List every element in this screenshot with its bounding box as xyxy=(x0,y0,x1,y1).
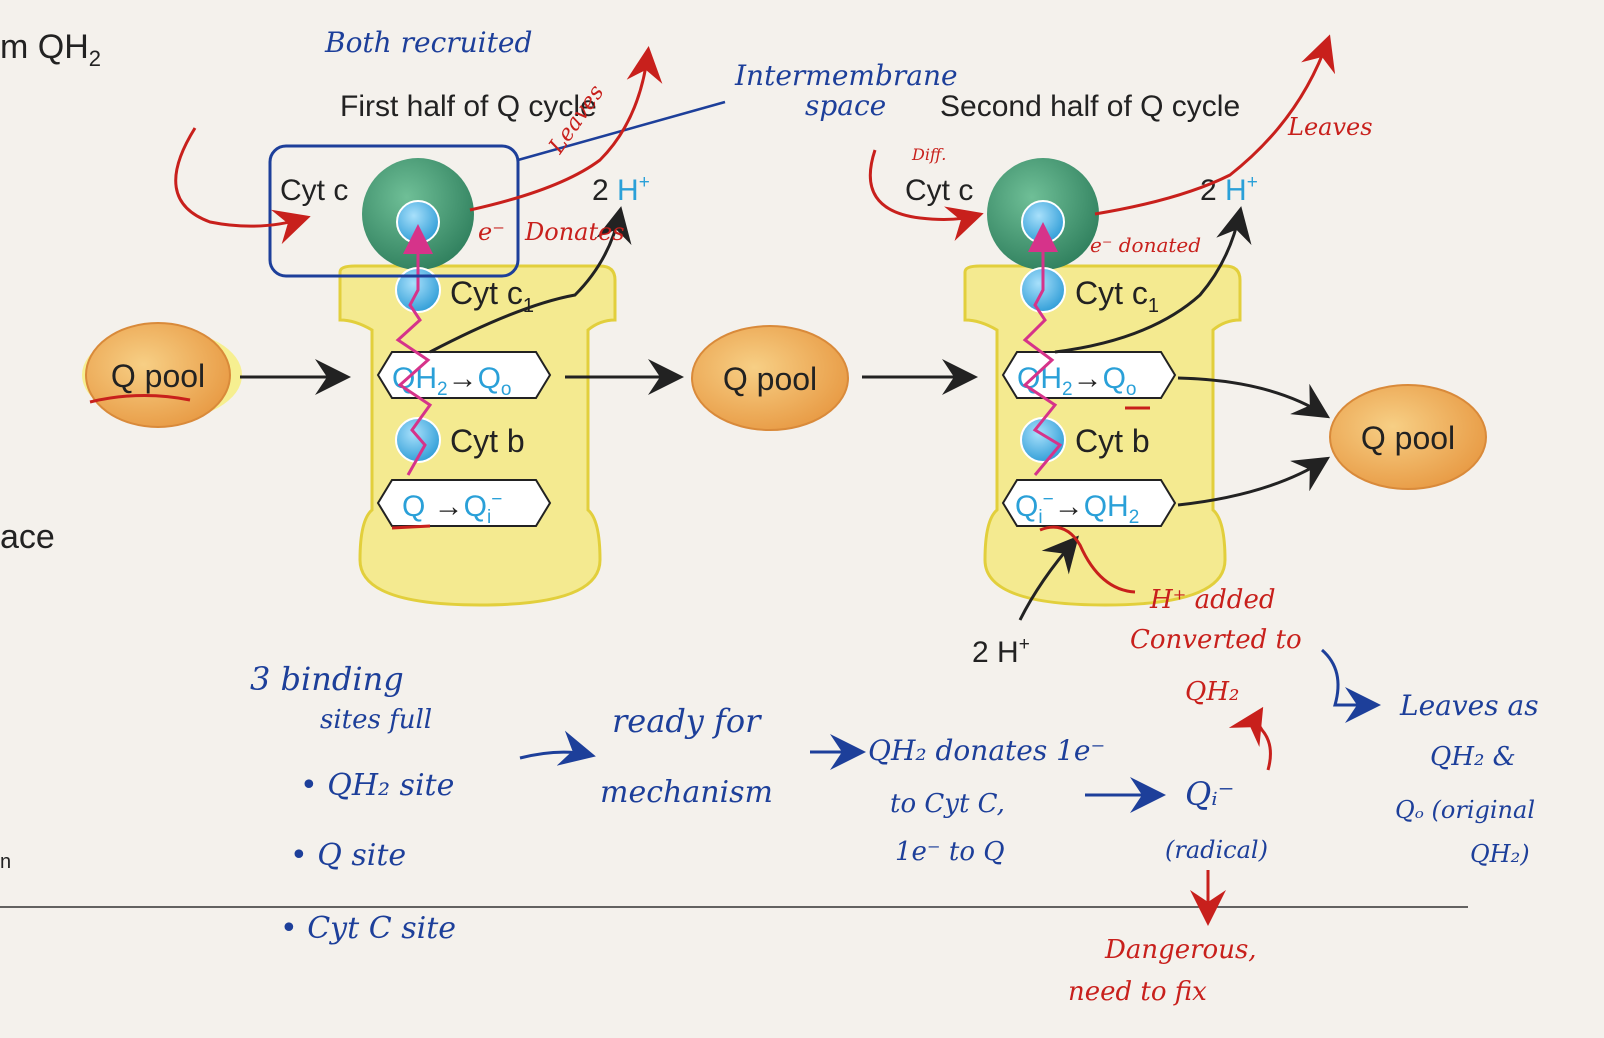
complex-iii-first: Cyt c Cyt c1 Cyt b QH2→Qo Q →Qi− 2 H+ xyxy=(280,158,650,607)
note-dangerous-2: need to fix xyxy=(1068,977,1207,1007)
note-leaves-as-4: QH₂) xyxy=(1470,840,1530,868)
note-diff: Diff. xyxy=(911,145,946,164)
note-cytc-site: • Cyt C site xyxy=(280,911,456,946)
svg-text:Q pool: Q pool xyxy=(723,361,817,397)
h-plus-in-arrow xyxy=(1018,535,1079,621)
qo-site-first xyxy=(376,351,552,399)
q-pool-right: Q pool xyxy=(1329,384,1487,490)
qi-to-pool-arrow xyxy=(1177,456,1331,507)
first-half-title: First half of Q cycle xyxy=(340,90,597,123)
cyt-b-heme xyxy=(1020,417,1066,463)
note-qi-radical: Qᵢ⁻ xyxy=(1185,775,1235,813)
svg-text:Q pool: Q pool xyxy=(1361,420,1455,456)
cyt-c1-label: Cyt c1 xyxy=(450,275,534,317)
note-qh2-site: • QH₂ site xyxy=(300,768,454,803)
note-q-site: • Q site xyxy=(290,838,406,873)
note-qh2-donates-2: to Cyt C, xyxy=(890,789,1005,819)
slide-text-top-left: m QH2 xyxy=(0,28,101,71)
slide-text-bottom-left: n xyxy=(0,851,11,873)
cyt-b-label: Cyt b xyxy=(450,423,525,459)
h-plus-first: 2 H+ xyxy=(592,172,650,207)
note-intermembrane: Intermembrane xyxy=(734,59,958,92)
note-binding-1: 3 binding xyxy=(250,660,404,698)
note-dangerous-1: Dangerous, xyxy=(1104,935,1257,965)
note-qh2-donates-3: 1e⁻ to Q xyxy=(895,837,1005,867)
qi-site-second xyxy=(1001,479,1177,527)
note-leaves-as-2: QH₂ & xyxy=(1430,742,1516,772)
svg-text:Q pool: Q pool xyxy=(111,358,205,394)
q-pool-middle: Q pool xyxy=(691,325,849,431)
qo-site-second-text: QH2→Qo xyxy=(1017,362,1137,400)
cyt-c-label: Cyt c xyxy=(280,174,348,207)
qi-site-first-text: Q →Qi− xyxy=(402,489,502,528)
h-plus-arrow-first xyxy=(429,206,632,354)
qi-site-second-text: Qi−→QH2 xyxy=(1015,489,1139,528)
electron-path-first xyxy=(395,224,433,476)
q-pool-left: Q pool xyxy=(82,322,242,428)
note-space: space xyxy=(805,89,886,122)
note-converted-to: Converted to xyxy=(1130,625,1302,655)
note-donates: Donates xyxy=(524,218,625,246)
electron-path-second xyxy=(1022,222,1063,476)
qi-site-first xyxy=(376,479,552,527)
note-e-donated: e⁻ donated xyxy=(1090,233,1201,257)
note-qh2-donates-1: QH₂ donates 1e⁻ xyxy=(868,734,1105,767)
note-leaves-as-3: Qₒ (original xyxy=(1395,796,1535,824)
note-leaves-2: Leaves xyxy=(1287,113,1373,141)
cyt-c-box xyxy=(268,144,520,278)
cyt-c1-label: Cyt c1 xyxy=(1075,275,1159,317)
note-ready-1: ready for xyxy=(612,702,762,740)
cyt-b-heme xyxy=(395,417,441,463)
h-plus-second-top: 2 H+ xyxy=(1200,172,1258,207)
h-plus-arrow-second xyxy=(1054,206,1252,354)
qo-site-first-text: QH2→Qo xyxy=(392,362,512,400)
h-plus-second-bottom: 2 H+ xyxy=(972,634,1030,669)
note-leaves-as-1: Leaves as xyxy=(1399,689,1539,722)
note-qh2: QH₂ xyxy=(1185,677,1239,707)
qo-site-second xyxy=(1001,351,1177,399)
note-ready-2: mechanism xyxy=(600,775,773,810)
second-half-title: Second half of Q cycle xyxy=(940,90,1240,123)
note-e-minus: e⁻ xyxy=(478,218,505,246)
note-both-recruited: Both recruited xyxy=(324,26,532,59)
note-radical: (radical) xyxy=(1165,836,1268,864)
note-binding-2: sites full xyxy=(320,705,432,735)
complex-iii-second: Cyt c Cyt c1 Cyt b QH2→Qo Qi−→QH2 2 H+ 2… xyxy=(905,158,1331,669)
note-h-added: H⁺ added xyxy=(1149,585,1275,615)
cyt-c-label: Cyt c xyxy=(905,174,973,207)
slide-text-mid-left: ace xyxy=(0,518,55,556)
cyt-b-label: Cyt b xyxy=(1075,423,1150,459)
qo-to-pool-arrow xyxy=(1177,376,1331,419)
